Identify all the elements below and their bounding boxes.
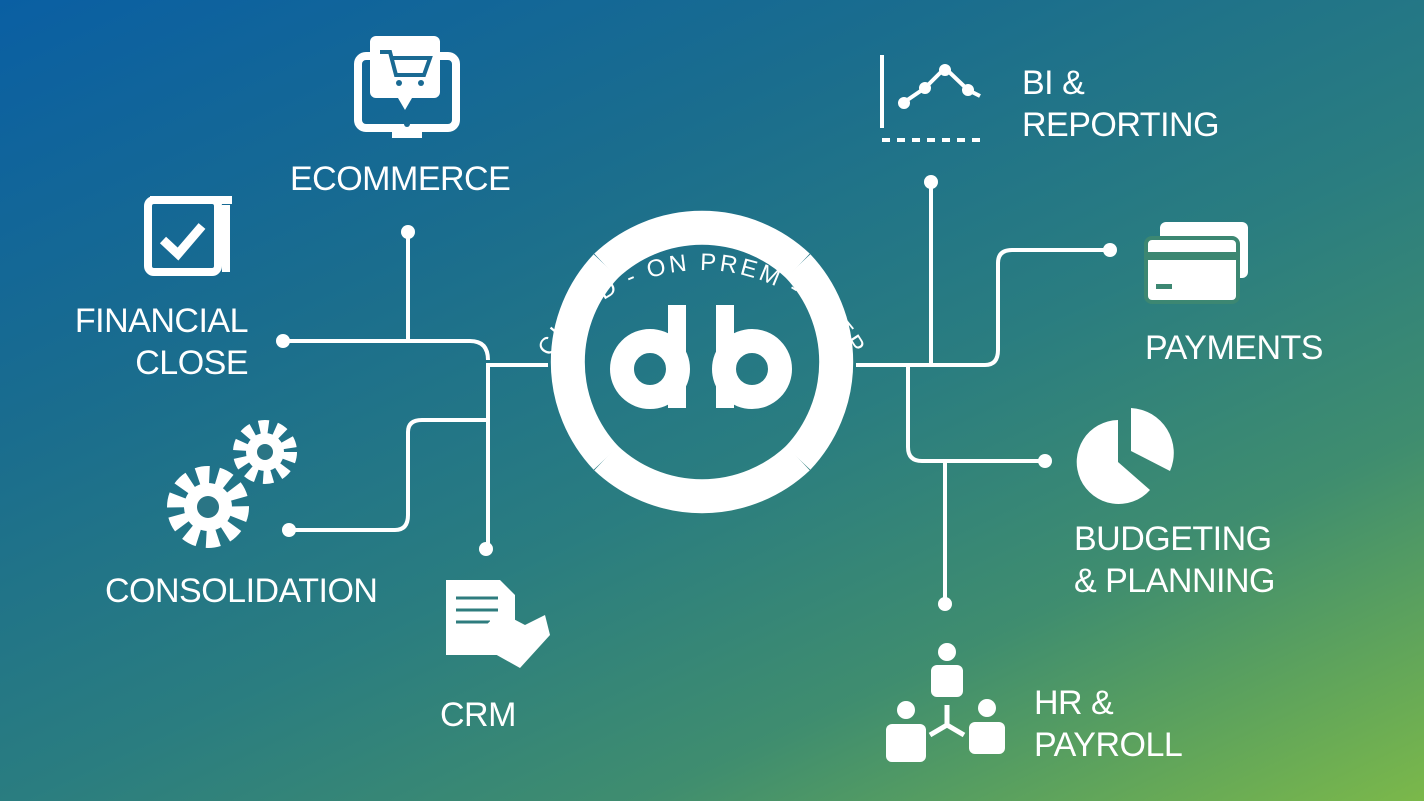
label-payments: PAYMENTS — [1145, 329, 1324, 367]
shopping-cart-monitor-icon — [354, 36, 460, 138]
label-crm: CRM — [440, 696, 516, 734]
label-line: FINANCIAL — [74, 302, 249, 340]
pie-chart-icon — [1076, 408, 1174, 504]
label-line: REPORTING — [1022, 106, 1220, 144]
label-budgeting-planning: BUDGETING & PLANNING — [1074, 518, 1275, 602]
connector-dots — [276, 175, 1117, 611]
label-line: & PLANNING — [1074, 562, 1275, 600]
label-line: CLOSE — [135, 344, 248, 382]
line-chart-icon — [880, 55, 985, 142]
label-line: HR & — [1034, 684, 1114, 722]
db-ring-logo — [550, 210, 854, 514]
label-consolidation: CONSOLIDATION — [105, 572, 378, 610]
org-chart-people-icon — [886, 643, 1005, 762]
label-ecommerce: ECOMMERCE — [290, 160, 511, 198]
label-financial-close: FINANCIAL CLOSE — [48, 300, 249, 384]
connector-lines — [283, 182, 1110, 604]
label-hr-payroll: HR & PAYROLL — [1034, 682, 1183, 766]
label-line: BUDGETING — [1074, 520, 1272, 558]
gears-icon — [167, 420, 297, 548]
db-logo-mark — [610, 305, 792, 409]
label-line: BI & — [1022, 64, 1085, 102]
credit-cards-icon — [1144, 222, 1248, 304]
calendar-check-icon — [144, 196, 232, 276]
label-line: PAYROLL — [1034, 726, 1183, 764]
label-bi-reporting: BI & REPORTING — [1022, 62, 1220, 146]
contract-handshake-icon — [446, 580, 550, 668]
